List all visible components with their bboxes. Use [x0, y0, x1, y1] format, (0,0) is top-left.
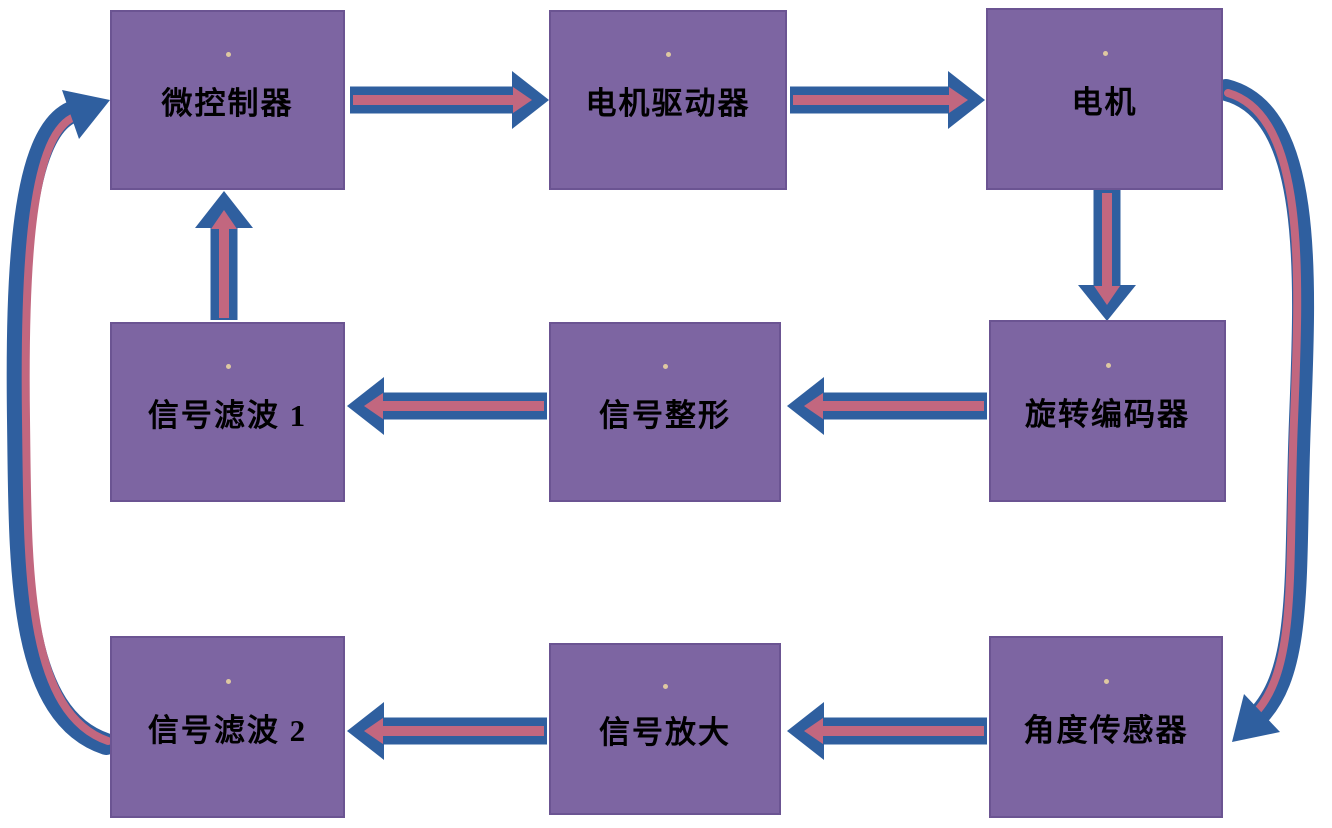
node-microcontroller-label: 微控制器 — [161, 85, 294, 121]
arrow-signal-filter-1-to-microcontroller — [195, 191, 253, 320]
node-motor-label: 电机 — [1071, 84, 1138, 120]
arrow-motor-driver-to-motor — [790, 71, 985, 129]
arrow-signal-shaping-to-signal-filter-1 — [347, 377, 547, 435]
node-rotary-encoder-label: 旋转编码器 — [1025, 396, 1190, 432]
node-signal-amplify: 信号放大 — [549, 643, 781, 815]
node-angle-sensor: 角度传感器 — [989, 636, 1223, 818]
node-motor-driver: 电机驱动器 — [549, 10, 787, 190]
node-signal-filter-1-label: 信号滤波 1 — [147, 397, 308, 433]
arrow-angle-sensor-to-signal-amplify — [787, 702, 987, 760]
arrow-signal-filter-2-to-microcontroller — [6, 90, 117, 755]
arrow-motor-to-angle-sensor — [1215, 79, 1315, 742]
node-microcontroller: 微控制器 — [110, 10, 345, 190]
arrow-motor-to-rotary-encoder — [1078, 190, 1136, 321]
node-angle-sensor-label: 角度传感器 — [1023, 712, 1189, 748]
node-signal-filter-1: 信号滤波 1 — [110, 322, 345, 502]
node-signal-filter-2-label: 信号滤波 2 — [147, 712, 308, 748]
node-signal-shaping: 信号整形 — [549, 322, 781, 502]
node-motor-driver-label: 电机驱动器 — [585, 85, 751, 121]
node-signal-filter-2: 信号滤波 2 — [110, 636, 345, 818]
arrow-rotary-encoder-to-signal-shaping — [787, 377, 987, 435]
node-signal-shaping-label: 信号整形 — [599, 397, 731, 433]
node-signal-amplify-label: 信号放大 — [599, 714, 731, 750]
node-motor: 电机 — [986, 8, 1223, 190]
arrow-microcontroller-to-motor-driver — [350, 71, 549, 129]
arrow-signal-amplify-to-signal-filter-2 — [347, 702, 547, 760]
node-rotary-encoder: 旋转编码器 — [989, 320, 1226, 502]
